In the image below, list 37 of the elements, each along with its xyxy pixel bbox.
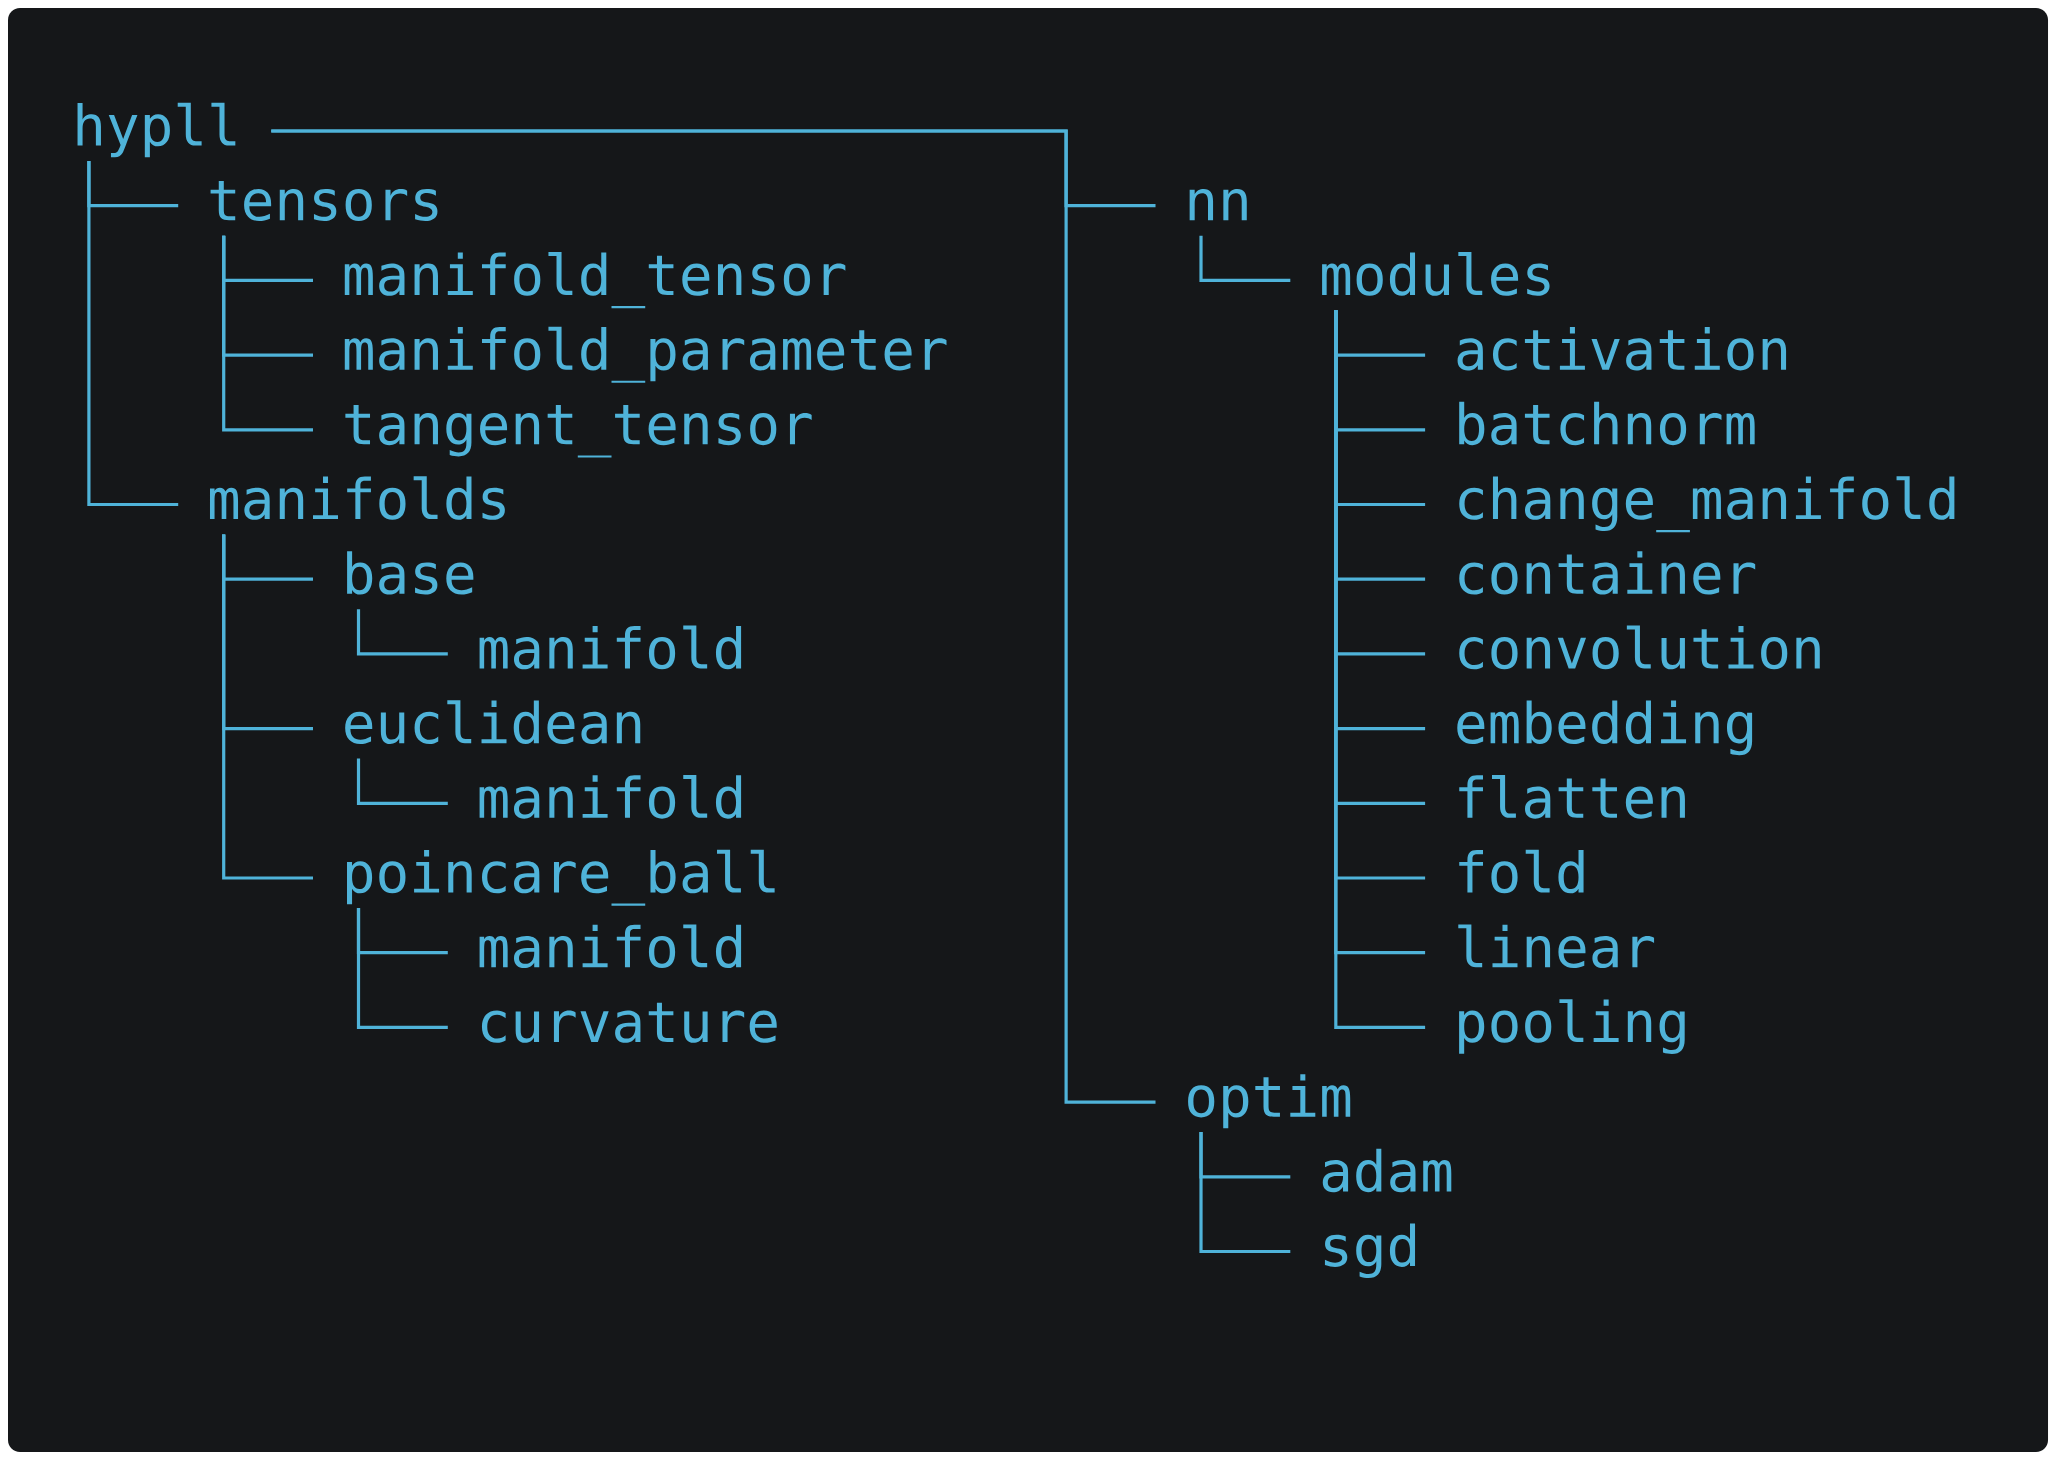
tree-item-label: activation	[1457, 327, 1787, 371]
tree-item-label: manifold	[479, 625, 742, 670]
tree-connector	[271, 129, 1156, 1104]
tree-item-label: batchnorm	[1459, 401, 1755, 446]
tree-connector	[356, 908, 448, 1029]
tree-item-label: flatten	[1459, 775, 1685, 819]
tree-item-label: change_manifold	[1459, 476, 1955, 533]
tree-connector	[1199, 1132, 1291, 1254]
tree-item-label: fold	[1459, 849, 1584, 894]
tree-item-label: poincare_ball	[347, 849, 775, 906]
tree-item-label: adam	[1322, 1148, 1452, 1193]
tree-item-label: container	[1459, 551, 1756, 595]
tree-item-label: pooling	[1459, 999, 1685, 1054]
tree-item-label: nn	[1189, 188, 1247, 221]
tree-item-label: embedding	[1457, 700, 1753, 756]
tree-connector	[356, 758, 448, 805]
tree-connector	[222, 534, 313, 880]
tree-item-label: convolution	[1459, 625, 1820, 670]
tree-item-label: hypll	[77, 102, 236, 158]
tree-connector	[87, 160, 179, 507]
tree-connector	[356, 609, 448, 656]
tree-item-label: manifold	[479, 775, 742, 819]
tree-item-label: optim	[1188, 1074, 1351, 1129]
tree-item-label: manifolds	[210, 476, 505, 520]
tree-item-label: base	[347, 551, 474, 595]
tree-item-label: euclidean	[345, 700, 641, 744]
tree-connector	[222, 235, 313, 432]
tree-item-label: manifold_tensor	[344, 252, 846, 309]
tree-item-label: manifold	[479, 924, 742, 969]
tree-item-label: tensors	[210, 180, 438, 222]
tree-item-label: manifold_parameter	[344, 326, 947, 383]
tree-item-label: modules	[1322, 252, 1550, 296]
tree-item-label: linear	[1458, 924, 1655, 969]
tree-item-label: curvature	[481, 1002, 777, 1043]
tree-item-label: tangent_tensor	[345, 405, 812, 458]
tree-item-label: sgd	[1324, 1223, 1416, 1279]
tree-connector	[1199, 235, 1291, 282]
